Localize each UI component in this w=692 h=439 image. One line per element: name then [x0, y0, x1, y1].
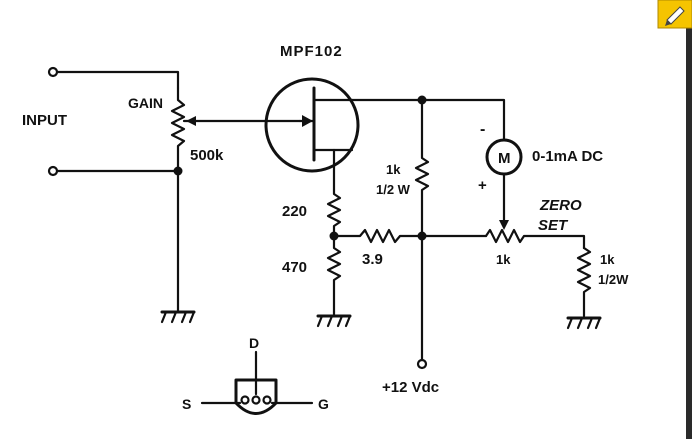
supply-terminal [416, 358, 428, 370]
pencil-icon[interactable] [657, 0, 692, 29]
resistor-1k-load-watt: 1/2W [598, 272, 629, 287]
resistor-3-9 [332, 228, 424, 244]
set-label: SET [538, 217, 569, 234]
zero-pot-value: 1k [496, 252, 511, 267]
ground-symbol-right [566, 316, 602, 330]
resistor-220 [326, 188, 342, 238]
window-edge [686, 0, 692, 439]
gain-pot-value: 500k [190, 147, 224, 164]
ground-symbol-left [160, 310, 196, 324]
resistor-1k-load-value: 1k [600, 252, 615, 267]
pin-s-label: S [182, 396, 191, 412]
transistor-label: MPF102 [280, 43, 343, 60]
ground-symbol-middle [316, 314, 352, 328]
meter-minus: - [480, 121, 485, 138]
resistor-1k-drain [414, 98, 430, 238]
resistor-1k-drain-value: 1k [386, 162, 401, 177]
input-label: INPUT [22, 112, 67, 129]
drain-rail [350, 98, 506, 140]
input-terminal-top [47, 66, 180, 90]
gain-label: GAIN [128, 95, 163, 111]
gain-potentiometer [170, 86, 302, 173]
zero-label: ZERO [539, 197, 582, 214]
pinout-diagram [200, 350, 314, 415]
resistor-220-label: 220 [282, 203, 307, 220]
pin-d-label: D [249, 335, 259, 351]
meter-plus: + [478, 177, 487, 194]
supply-label: +12 Vdc [382, 379, 439, 396]
resistor-470 [326, 234, 342, 314]
resistor-3-9-label: 3.9 [362, 251, 383, 268]
resistor-1k-load [576, 246, 592, 318]
input-terminal-bottom [47, 165, 180, 177]
meter-rating: 0-1mA DC [532, 148, 603, 165]
pin-g-label: G [318, 396, 329, 412]
meter [485, 136, 523, 178]
resistor-1k-drain-watt: 1/2 W [376, 182, 411, 197]
mpf102-transistor [264, 77, 360, 173]
zero-set-potentiometer [484, 174, 586, 250]
resistor-470-label: 470 [282, 259, 307, 276]
meter-symbol: M [498, 150, 511, 167]
